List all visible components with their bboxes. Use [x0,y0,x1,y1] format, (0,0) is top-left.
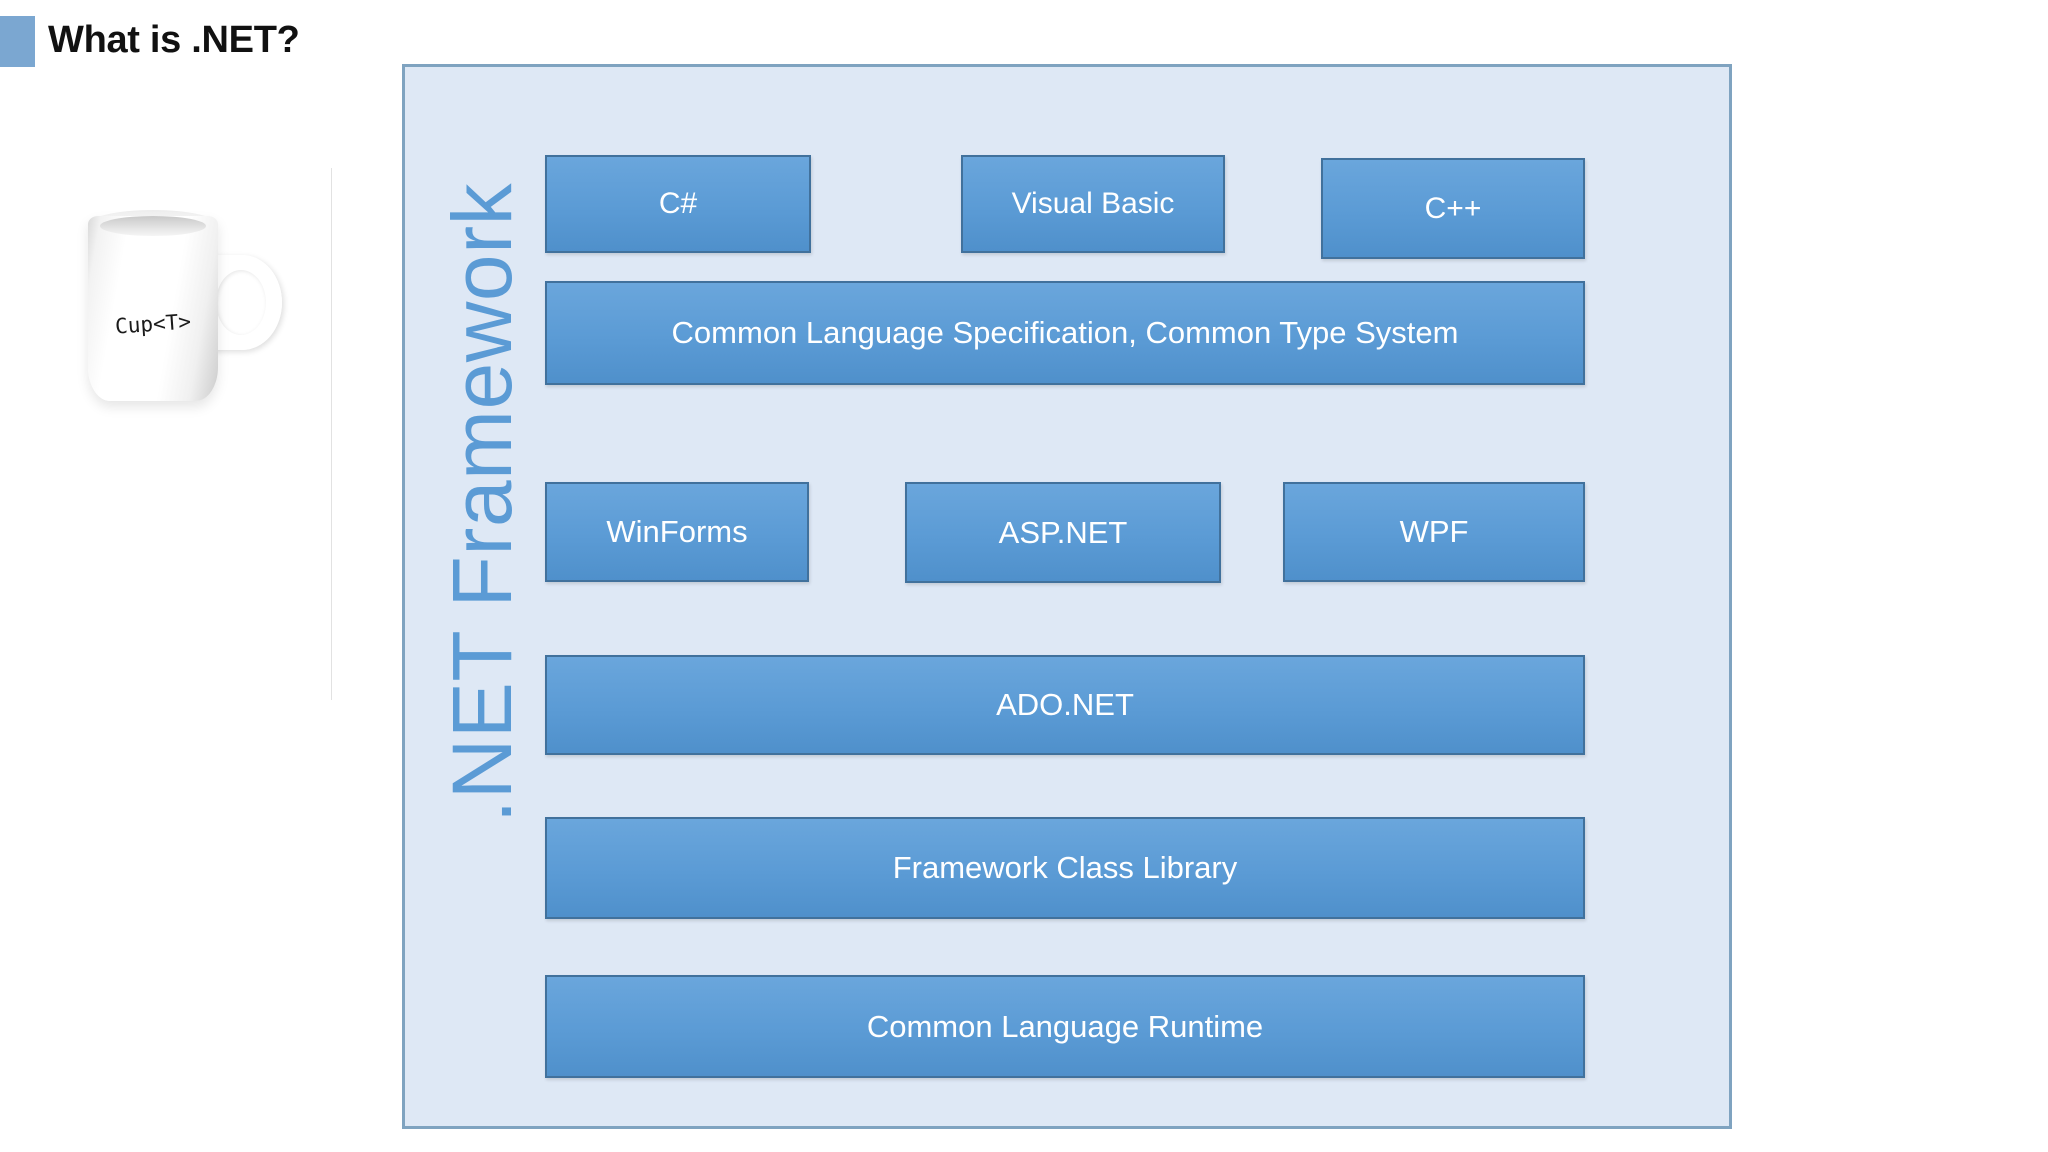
title-accent-square [0,16,35,67]
layer-box-label: Common Language Runtime [866,1008,1264,1044]
layer-box-label: ADO.NET [996,687,1134,722]
layer-box-label: ASP.NET [998,514,1128,550]
page-title: What is .NET? [48,19,300,61]
mug-handle-hole [216,270,266,335]
layer-box-framework-class-library[interactable]: Framework Class Library [545,817,1585,919]
layer-box-csharp[interactable]: C# [545,155,811,253]
dotnet-framework-diagram: .NET Framework C# Visual Basic C++ Commo… [402,64,1732,1129]
coffee-mug-image: Cup<T> [70,200,300,415]
layer-box-cls-cts[interactable]: Common Language Specification, Common Ty… [545,281,1585,385]
layer-box-label: WinForms [606,514,748,549]
layer-box-common-language-runtime[interactable]: Common Language Runtime [545,975,1585,1078]
layer-box-label: Visual Basic [1011,187,1175,220]
layer-box-winforms[interactable]: WinForms [545,482,809,582]
layer-box-label: WPF [1399,514,1469,549]
mug-body [88,216,218,401]
mug-inner-opening [100,216,206,236]
layer-box-aspnet[interactable]: ASP.NET [905,482,1221,583]
layer-box-visual-basic[interactable]: Visual Basic [961,155,1225,253]
layer-box-label: Common Language Specification, Common Ty… [671,315,1459,350]
framework-vertical-label: .NET Framework [435,182,529,824]
layer-box-cpp[interactable]: C++ [1321,158,1585,259]
vertical-divider [331,168,332,700]
slide-title-block: What is .NET? [0,0,420,80]
layer-box-label: Framework Class Library [892,850,1238,885]
layer-box-wpf[interactable]: WPF [1283,482,1585,582]
layer-box-label: C# [658,187,698,220]
layer-box-adonet[interactable]: ADO.NET [545,655,1585,755]
layer-box-label: C++ [1424,191,1482,225]
